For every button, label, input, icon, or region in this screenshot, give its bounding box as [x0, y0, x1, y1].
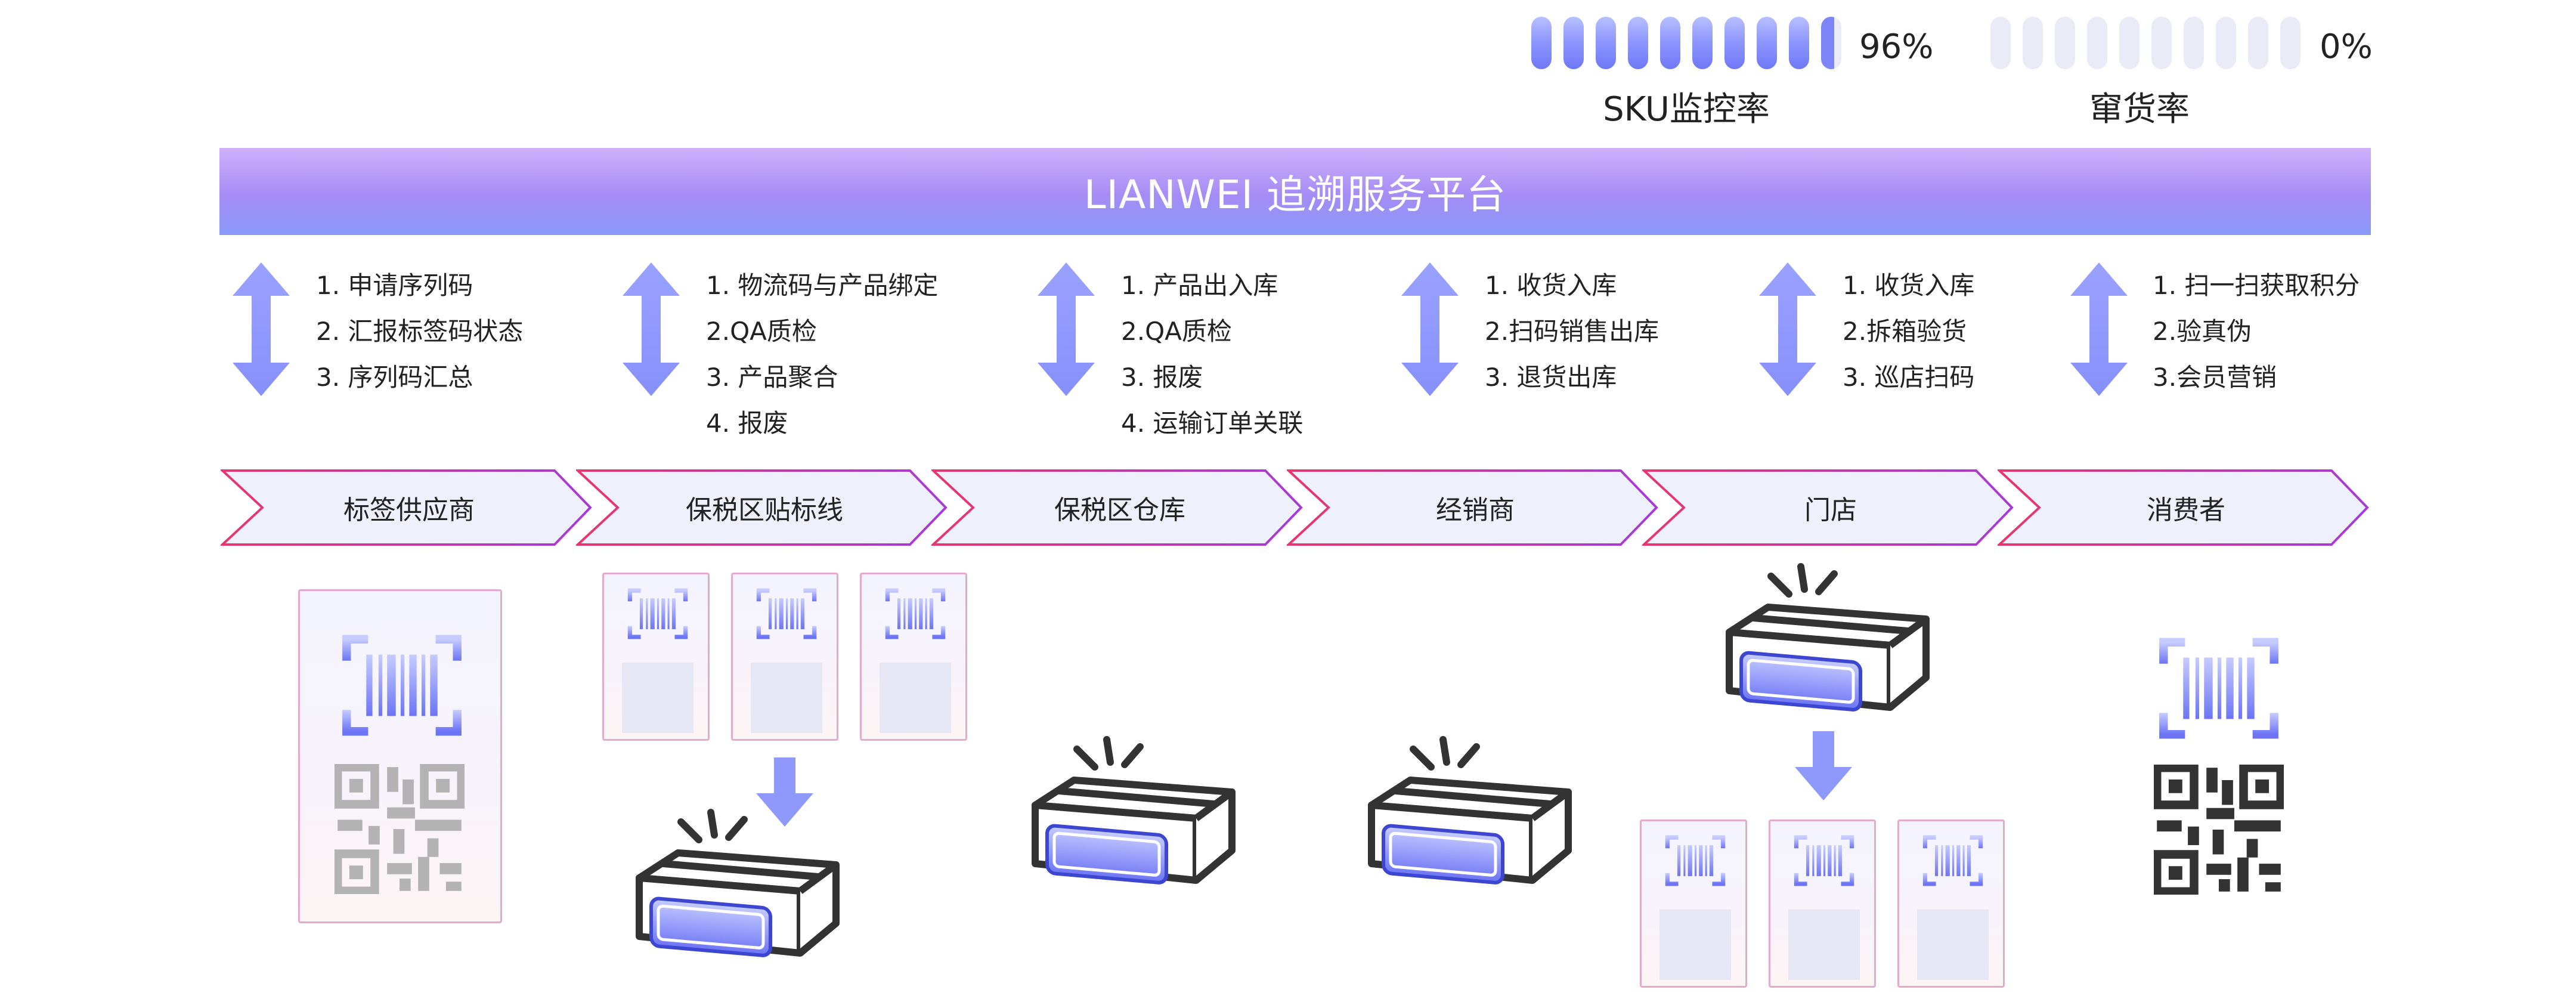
step-item: 4. 报废 [706, 409, 788, 438]
label-card-icon [731, 573, 838, 741]
package-box-icon [1717, 561, 1938, 716]
label-card-illustration [298, 589, 502, 923]
double-arrow-icon [1759, 262, 1816, 396]
step-item: 1. 扫一扫获取积分 [2153, 271, 2360, 300]
step-item: 4. 运输订单关联 [1121, 409, 1304, 438]
stage-name: 标签供应商 [343, 495, 475, 525]
steps-labeling-line: 1. 物流码与产品绑定 2.QA质检 3. 产品聚合 4. 报废 [706, 262, 938, 446]
step-item: 1. 收货入库 [1843, 271, 1975, 300]
steps-store: 1. 收货入库 2.拆箱验货 3. 巡店扫码 [1843, 262, 1974, 400]
step-item: 2.QA质检 [706, 317, 817, 346]
barcode-icon [2157, 636, 2280, 741]
stage-labeling-line: 保税区贴标线 [576, 469, 948, 546]
down-arrow-icon [1795, 731, 1852, 800]
package-box-icon [627, 806, 848, 961]
stage-store: 门店 [1642, 469, 2014, 546]
steps-distributor: 1. 收货入库 2.扫码销售出库 3. 退货出库 [1485, 262, 1659, 400]
down-arrow-icon [756, 757, 813, 827]
stage-consumer: 消费者 [1998, 469, 2369, 546]
step-item: 3. 序列码汇总 [316, 363, 473, 392]
step-item: 1. 申请序列码 [316, 271, 473, 300]
barcode-icon [1922, 834, 1984, 887]
step-item: 3. 报废 [1121, 363, 1203, 392]
stage-name: 保税区贴标线 [686, 495, 843, 525]
diversion-metric: 0% 窜货率 [1990, 17, 2373, 129]
platform-banner: LIANWEI 追溯服务平台 [219, 148, 2371, 235]
step-item: 3.会员营销 [2153, 363, 2277, 392]
sku-monitor-label: SKU监控率 [1603, 90, 1770, 129]
steps-warehouse: 1. 产品出入库 2.QA质检 3. 报废 4. 运输订单关联 [1121, 262, 1303, 446]
package-box-icon [1023, 734, 1244, 889]
steps-label-supplier: 1. 申请序列码 2. 汇报标签码状态 3. 序列码汇总 [316, 262, 523, 400]
stage-label-supplier: 标签供应商 [221, 469, 592, 546]
step-item: 1. 物流码与产品绑定 [706, 271, 939, 300]
label-card-icon [1640, 819, 1747, 988]
step-item: 3. 巡店扫码 [1843, 363, 1975, 392]
barcode-icon [1664, 834, 1726, 887]
diversion-label: 窜货率 [2089, 90, 2190, 129]
stage-name: 经销商 [1436, 495, 1515, 525]
qr-code-icon [2154, 765, 2284, 895]
step-item: 2. 汇报标签码状态 [316, 317, 524, 346]
step-item: 1. 产品出入库 [1121, 271, 1278, 300]
stage-warehouse: 保税区仓库 [931, 469, 1303, 546]
stage-name: 消费者 [2147, 495, 2225, 525]
double-arrow-icon [1038, 262, 1095, 396]
barcode-icon [756, 587, 818, 640]
double-arrow-icon [233, 262, 290, 396]
step-item: 2.拆箱验货 [1843, 317, 1967, 346]
step-item: 2.QA质检 [1121, 317, 1232, 346]
barcode-icon [884, 587, 946, 640]
step-item: 1. 收货入库 [1485, 271, 1617, 300]
barcode-icon [1793, 834, 1855, 887]
double-arrow-icon [2070, 262, 2128, 396]
sku-progress-bar [1531, 17, 1841, 70]
label-card-icon [1897, 819, 2005, 988]
step-item: 3. 退货出库 [1485, 363, 1617, 392]
sku-monitor-metric: 96% SKU监控率 [1531, 17, 1949, 129]
double-arrow-icon [623, 262, 680, 396]
stage-name: 门店 [1804, 495, 1857, 525]
step-item: 2.验真伪 [2153, 317, 2252, 346]
sku-monitor-value: 96% [1859, 27, 1934, 66]
step-item: 3. 产品聚合 [706, 363, 838, 392]
label-card-icon [602, 573, 710, 741]
stage-name: 保税区仓库 [1054, 495, 1185, 525]
barcode-icon [340, 633, 463, 738]
label-card-icon [860, 573, 967, 741]
label-card-icon [1769, 819, 1876, 988]
double-arrow-icon [1401, 262, 1459, 396]
barcode-icon [627, 587, 689, 640]
step-item: 2.扫码销售出库 [1485, 317, 1659, 346]
steps-consumer: 1. 扫一扫获取积分 2.验真伪 3.会员营销 [2153, 262, 2360, 400]
qr-code-icon [335, 764, 465, 894]
platform-title: LIANWEI 追溯服务平台 [1083, 172, 1507, 218]
diversion-progress-bar [1990, 17, 2301, 70]
package-box-icon [1360, 734, 1580, 889]
stage-distributor: 经销商 [1287, 469, 1658, 546]
diversion-value: 0% [2320, 27, 2373, 66]
